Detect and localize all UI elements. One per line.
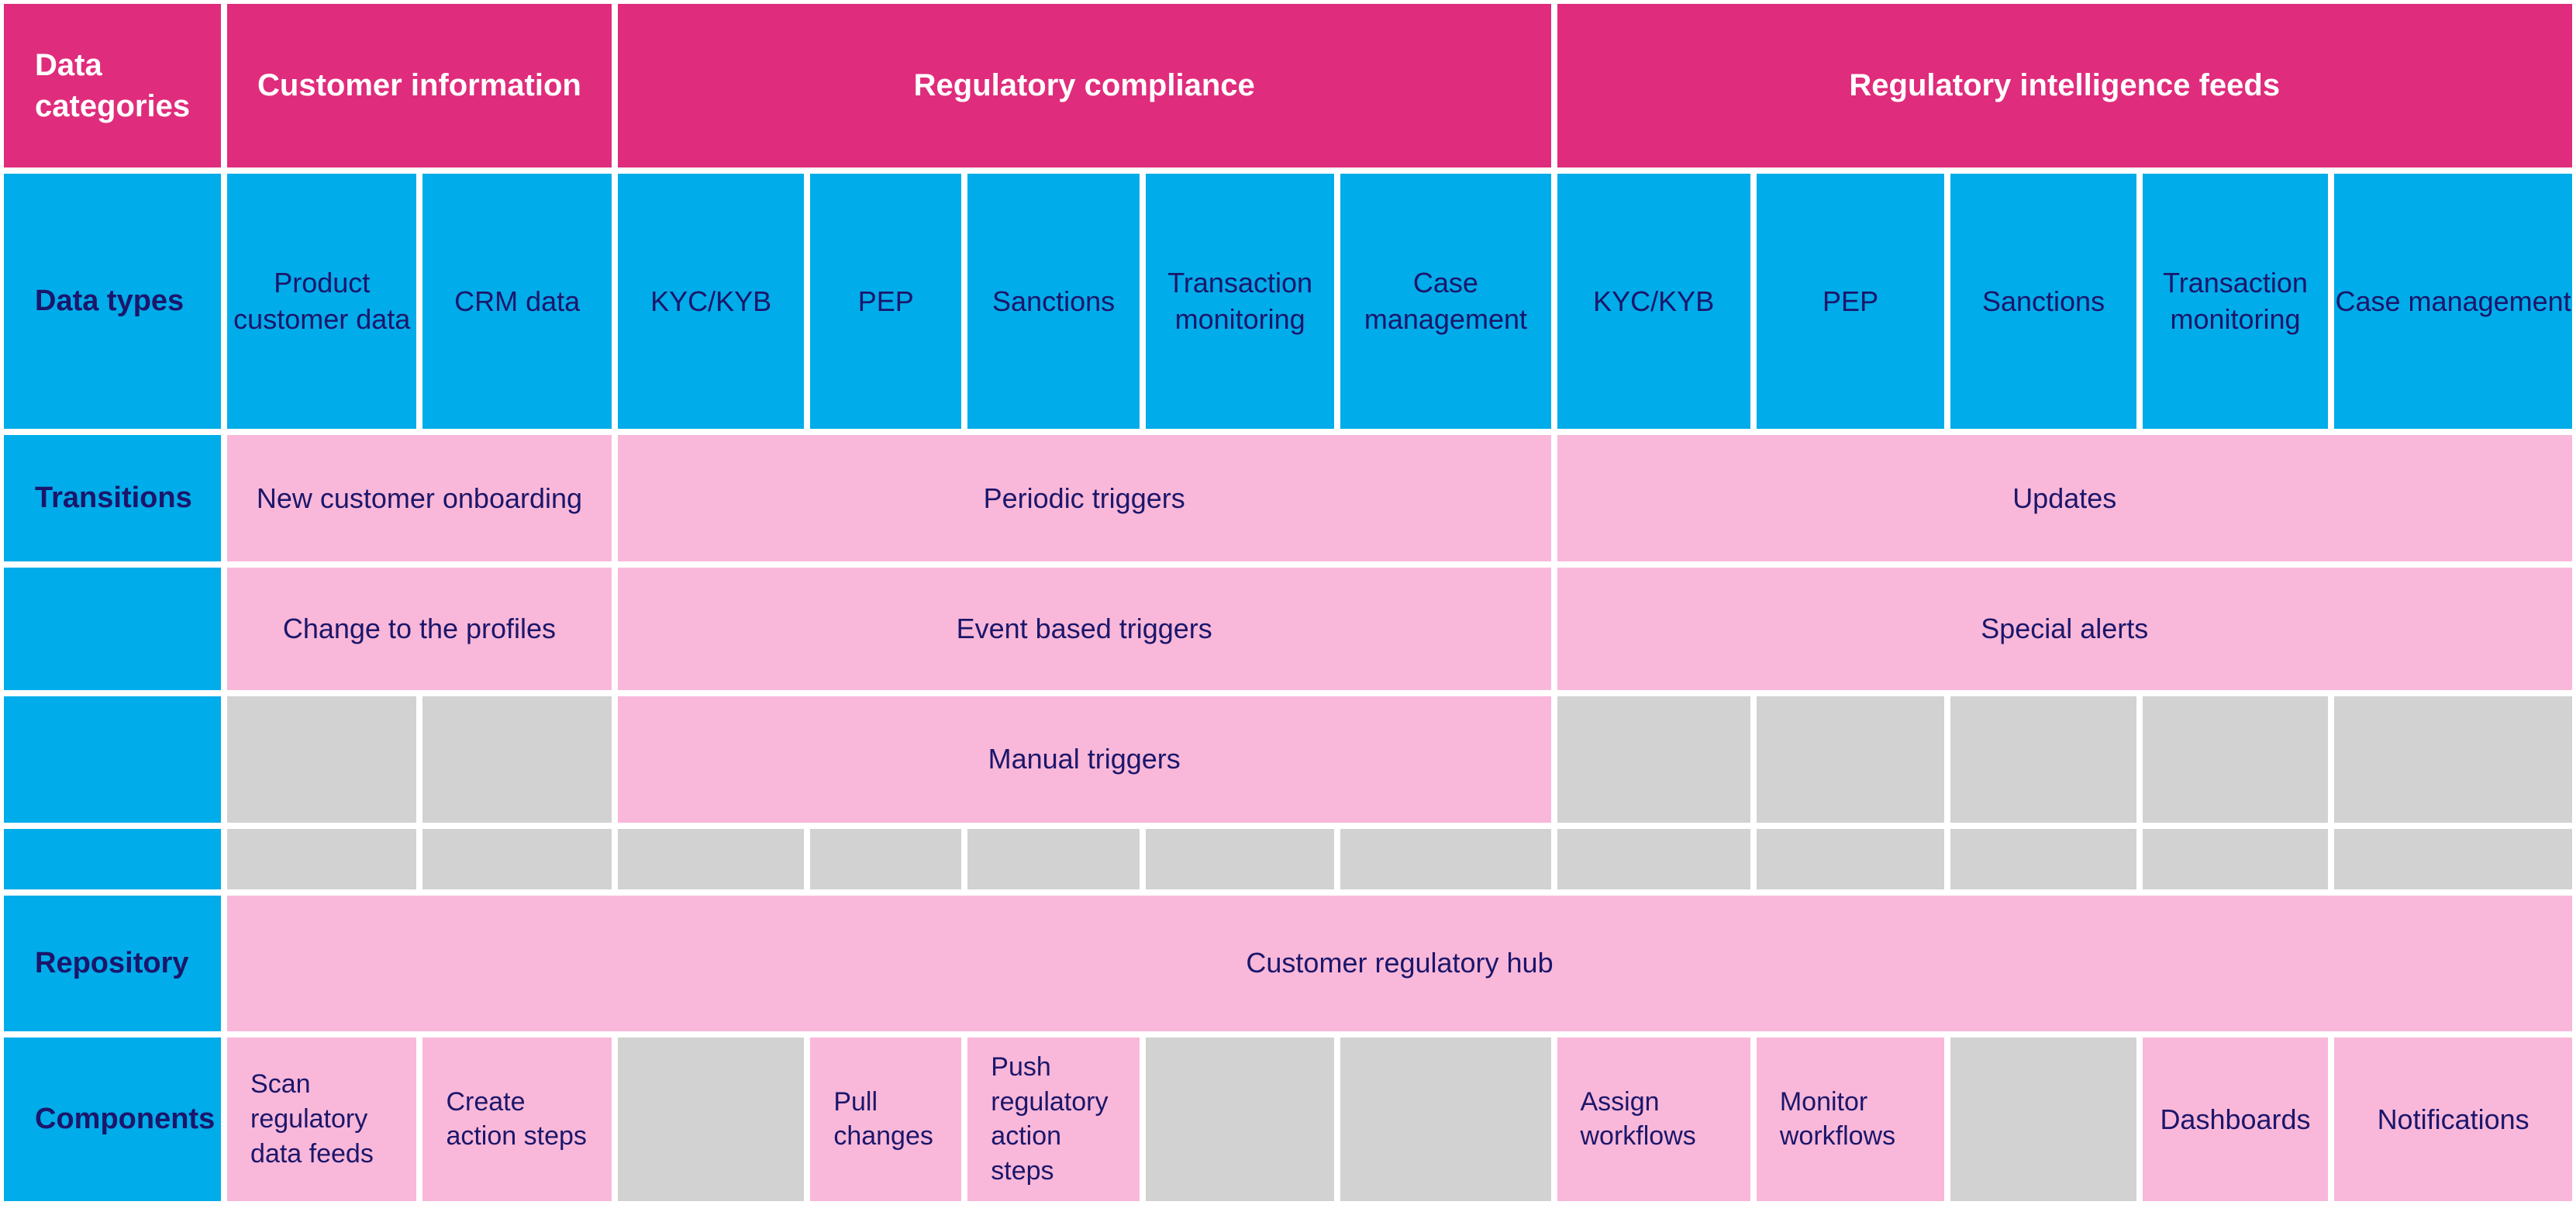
row-label-blank-1: [4, 568, 222, 690]
transition-manual-triggers: Manual triggers: [617, 696, 1551, 823]
transition-new-customer-onboarding: New customer onboarding: [227, 434, 612, 562]
empty-cell: [1950, 1037, 2136, 1201]
empty-cell: [422, 696, 612, 823]
header-data-categories: Data categories: [4, 4, 222, 168]
datatype-kyc-kyb-compliance: KYC/KYB: [617, 174, 805, 429]
component-notifications: Notifications: [2334, 1037, 2572, 1201]
component-pull-changes: Pull changes: [810, 1037, 962, 1201]
spacer-cell: [967, 828, 1140, 889]
header-regulatory-compliance: Regulatory compliance: [617, 4, 1551, 168]
spacer-cell: [227, 828, 417, 889]
header-customer-information: Customer information: [227, 4, 612, 168]
row-label-blank-2: [4, 696, 222, 823]
empty-cell: [1557, 696, 1750, 823]
component-scan-regulatory-data-feeds: Scan regulatory data feeds: [227, 1037, 417, 1201]
datatype-pep-intel: PEP: [1756, 174, 1945, 429]
empty-cell: [227, 696, 417, 823]
header-regulatory-intelligence-feeds: Regulatory intelligence feeds: [1557, 4, 2572, 168]
spacer-cell: [2142, 828, 2329, 889]
row-label-components: Components: [4, 1037, 222, 1201]
spacer-cell: [1145, 828, 1335, 889]
datatype-sanctions-compliance: Sanctions: [967, 174, 1140, 429]
empty-cell: [617, 1037, 805, 1201]
datatype-kyc-kyb-intel: KYC/KYB: [1557, 174, 1750, 429]
empty-cell: [1340, 1037, 1551, 1201]
spacer-cell: [810, 828, 962, 889]
row-label-repository: Repository: [4, 895, 222, 1031]
spacer-cell: [1340, 828, 1551, 889]
datatype-crm-data: CRM data: [422, 174, 612, 429]
component-assign-workflows: Assign workflows: [1557, 1037, 1750, 1201]
spacer-cell: [1557, 828, 1750, 889]
transition-periodic-triggers: Periodic triggers: [617, 434, 1551, 562]
datatype-transaction-monitoring-compliance: Transaction monitoring: [1145, 174, 1335, 429]
row-label-blank-3: [4, 828, 222, 889]
empty-cell: [1756, 696, 1945, 823]
datatype-sanctions-intel: Sanctions: [1950, 174, 2136, 429]
row-label-data-types: Data types: [4, 174, 222, 429]
component-push-regulatory-action-steps: Push regulatory action steps: [967, 1037, 1140, 1201]
empty-cell: [2334, 696, 2572, 823]
spacer-cell: [2334, 828, 2572, 889]
spacer-cell: [422, 828, 612, 889]
transition-special-alerts: Special alerts: [1557, 568, 2572, 690]
spacer-cell: [1950, 828, 2136, 889]
transition-updates: Updates: [1557, 434, 2572, 562]
component-create-action-steps: Create action steps: [422, 1037, 612, 1201]
empty-cell: [1950, 696, 2136, 823]
datatype-transaction-monitoring-intel: Transaction monitoring: [2142, 174, 2329, 429]
row-label-transitions: Transitions: [4, 434, 222, 562]
transition-event-based-triggers: Event based triggers: [617, 568, 1551, 690]
component-monitor-workflows: Monitor workflows: [1756, 1037, 1945, 1201]
datatype-case-management-compliance: Case management: [1340, 174, 1551, 429]
component-dashboards: Dashboards: [2142, 1037, 2329, 1201]
datatype-pep-compliance: PEP: [810, 174, 962, 429]
empty-cell: [2142, 696, 2329, 823]
spacer-cell: [617, 828, 805, 889]
empty-cell: [1145, 1037, 1335, 1201]
datatype-product-customer-data: Product customer data: [227, 174, 417, 429]
spacer-cell: [1756, 828, 1945, 889]
repository-customer-regulatory-hub: Customer regulatory hub: [227, 895, 2572, 1031]
datatype-case-management-intel: Case management: [2334, 174, 2572, 429]
transition-change-to-the-profiles: Change to the profiles: [227, 568, 612, 690]
